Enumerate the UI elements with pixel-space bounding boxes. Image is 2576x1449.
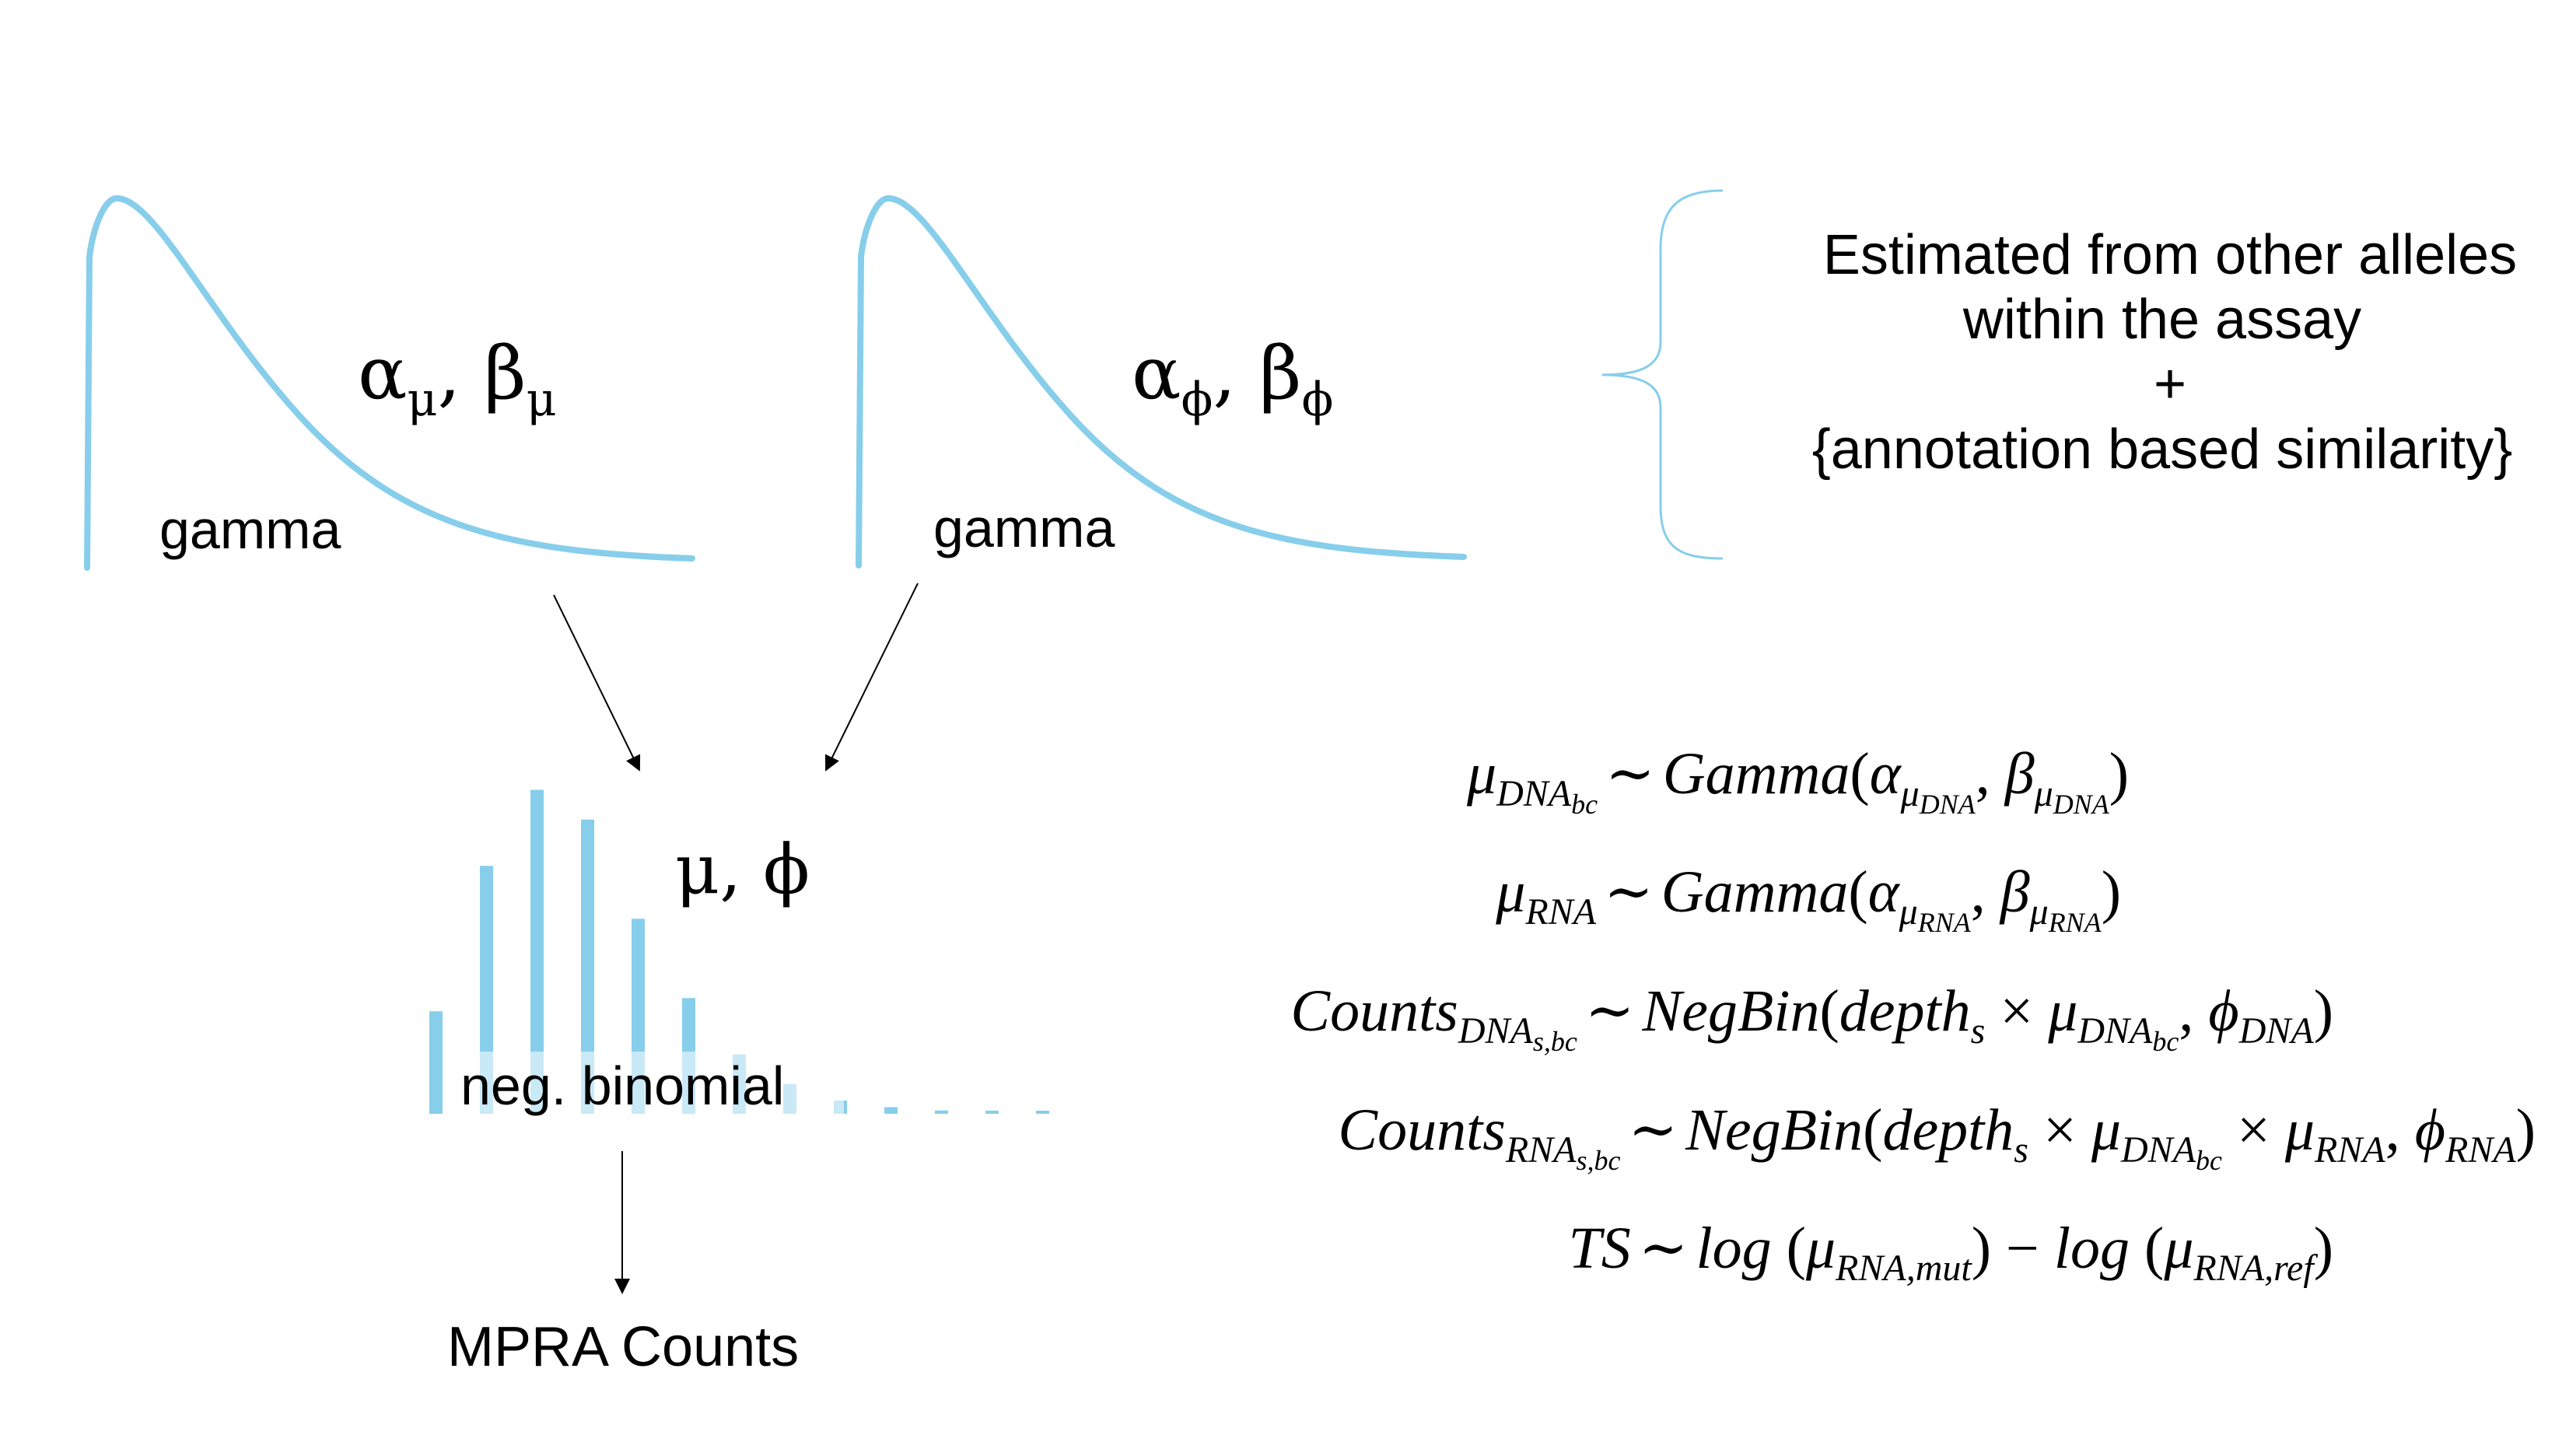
negbin-bar [985,1111,999,1114]
gamma-phi-label: gamma [933,498,1115,558]
negbin-label: neg. binomial [460,1055,784,1116]
negbin-bar [429,1011,443,1114]
negbin-bar [884,1107,898,1114]
prior-source-note: Estimated from other alleles within the … [1812,224,2517,481]
gamma-phi-params: αϕ, βϕ [1132,331,1333,427]
gamma-mu-params: αμ, βμ [358,331,557,427]
equation-mu-dna: μDNAbc∼Gamma(αμDNA, βμDNA) [1466,741,2129,820]
negbin-bar [530,789,544,1114]
equation-ts: TS∼log (μRNA,mut) − log (μRNA,ref) [1568,1216,2333,1289]
negbin-bar [935,1110,948,1114]
gamma-prior-mu: αμ, βμ gamma [84,194,695,571]
negbin-label-backdrop [455,1052,844,1114]
note-line-1: Estimated from other alleles [1823,224,2517,286]
arrow-mu-to-negbin [553,594,641,772]
output-label: MPRA Counts [447,1316,799,1378]
note-line-2: within the assay [1962,289,2361,351]
note-line-3: + [2154,353,2186,415]
gamma-curve-phi [856,194,1467,569]
equation-counts-dna: CountsDNAs,bc∼NegBin(depths × μDNAbc, ϕD… [1290,978,2333,1057]
equation-mu-rna: μRNA∼Gamma(αμRNA, βμRNA) [1495,859,2121,938]
curly-brace [1601,189,1724,560]
arrow-phi-to-negbin [824,583,919,772]
gamma-prior-phi: αϕ, βϕ gamma [856,194,1467,569]
equations: μDNAbc∼Gamma(αμDNA, βμDNA) μRNA∼Gamma(αμ… [1290,741,2536,1289]
gamma-curve-mu [84,194,695,571]
note-line-4: {annotation based similarity} [1812,418,2513,481]
negbin-params: μ, ϕ [675,829,810,909]
gamma-mu-label: gamma [159,499,341,560]
equation-counts-rna: CountsRNAs,bc∼NegBin(depths × μDNAbc × μ… [1338,1097,2536,1176]
negbin-bar [581,819,594,1114]
negbin-bar [1036,1111,1049,1114]
